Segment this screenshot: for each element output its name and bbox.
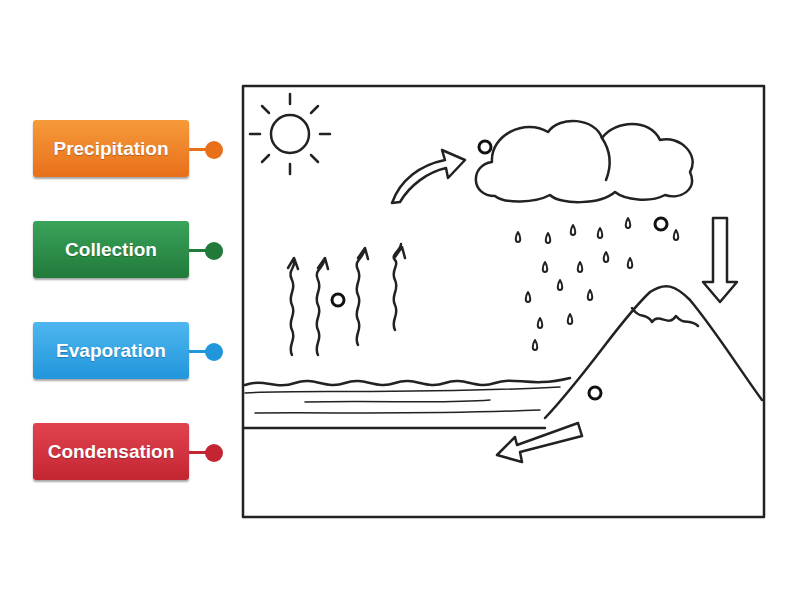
label-box: Evaporation — [33, 322, 189, 379]
water-line — [255, 410, 540, 413]
label-box: Collection — [33, 221, 189, 278]
connector-dot — [205, 444, 223, 462]
cloud — [476, 121, 693, 202]
label-text: Evaporation — [56, 340, 166, 362]
curved-arrow — [392, 150, 465, 203]
connector-dot — [205, 141, 223, 159]
sun — [250, 94, 330, 174]
target-circles — [332, 141, 667, 399]
cloud-line — [602, 138, 609, 180]
label-text: Precipitation — [53, 138, 168, 160]
picture-frame — [243, 86, 764, 517]
rain-drops — [516, 218, 679, 350]
water-line — [305, 400, 490, 402]
snow-cap — [632, 308, 698, 326]
water-line — [245, 387, 560, 393]
label-text: Condensation — [48, 441, 175, 463]
label-box: Condensation — [33, 423, 189, 480]
label-box: Precipitation — [33, 120, 189, 177]
vapour-arrows — [288, 244, 405, 355]
label-text: Collection — [65, 239, 157, 261]
down-arrow — [703, 218, 737, 302]
connector-dot — [205, 343, 223, 361]
ground-line — [243, 427, 545, 430]
water-surface — [245, 378, 570, 385]
connector-dot — [205, 242, 223, 260]
mountain — [545, 286, 762, 418]
